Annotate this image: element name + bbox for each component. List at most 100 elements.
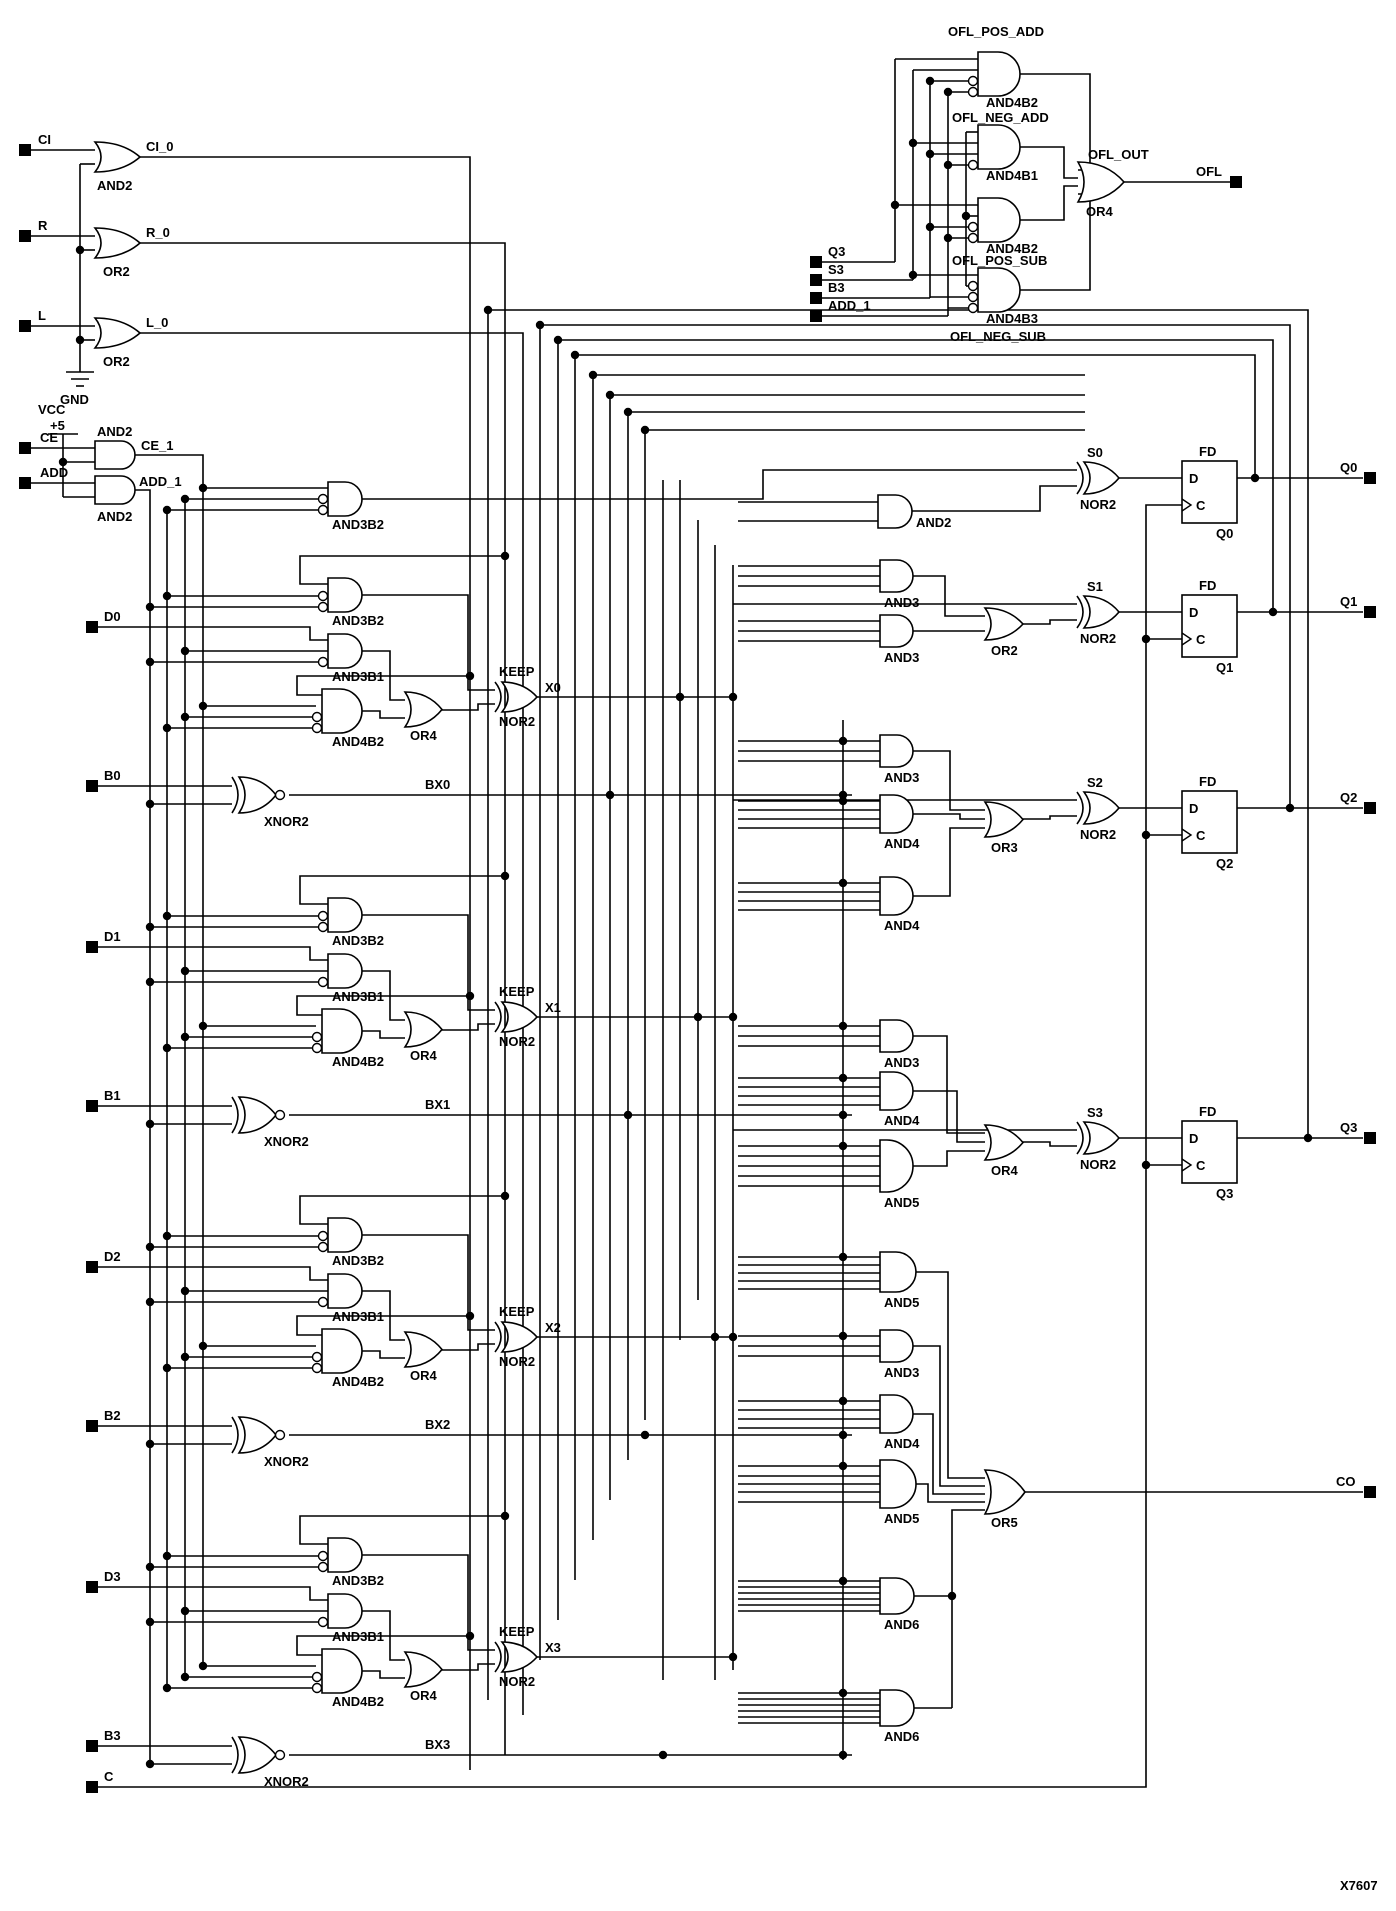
pin-B1[interactable]: B1: [86, 1088, 121, 1112]
gate-AND3[interactable]: AND3: [879, 1329, 919, 1380]
gate-AND3B2[interactable]: AND3B2: [317, 481, 385, 532]
gate-AND3B1[interactable]: AND3B1: [317, 1273, 385, 1324]
pin-L[interactable]: L: [19, 308, 46, 332]
gate-AND4[interactable]: AND4: [879, 1071, 920, 1128]
gate-xor-keep[interactable]: [1076, 595, 1121, 629]
gate-AND2[interactable]: AND2: [93, 141, 142, 193]
gate-AND6[interactable]: AND6: [879, 1577, 919, 1632]
junction-dot: [1303, 1133, 1313, 1143]
gate-OR4[interactable]: OR4: [1076, 161, 1126, 219]
gate-AND3B2[interactable]: AND3B2: [317, 1217, 385, 1268]
gate-OR2[interactable]: OR2: [93, 227, 142, 279]
gate-OR4[interactable]: OR4: [983, 1124, 1025, 1178]
output-bubble-icon: [274, 1429, 286, 1441]
net-label-s3: S3: [1087, 1105, 1103, 1120]
gate-OR5[interactable]: OR5: [983, 1469, 1026, 1530]
gate-AND2[interactable]: AND2: [877, 494, 951, 530]
gate-AND3[interactable]: AND3: [879, 734, 919, 785]
gate-AND4B2[interactable]: AND4B2: [311, 1008, 385, 1069]
gate-AND3B1[interactable]: AND3B1: [317, 953, 385, 1004]
gate-AND4B2[interactable]: AND4B2: [311, 1648, 385, 1709]
pin-CO[interactable]: CO: [1336, 1474, 1376, 1498]
gate-AND3B2[interactable]: AND3B2: [317, 577, 385, 628]
pin-Q1[interactable]: Q1: [1340, 594, 1376, 618]
gate-OR4[interactable]: OR4: [403, 1651, 444, 1703]
gate-AND4B2[interactable]: AND4B2: [967, 51, 1039, 110]
pin-CI[interactable]: CI: [19, 132, 51, 156]
gate-OR4[interactable]: OR4: [403, 691, 444, 743]
gate-AND6[interactable]: AND6: [879, 1689, 919, 1744]
pin-C[interactable]: C: [86, 1769, 114, 1793]
gate-AND4[interactable]: AND4: [879, 794, 920, 851]
gate-AND3B2[interactable]: AND3B2: [317, 897, 385, 948]
pin-D0[interactable]: D0: [86, 609, 121, 633]
pin-ADD[interactable]: ADD: [19, 465, 68, 489]
gate-AND3[interactable]: AND3: [879, 614, 919, 665]
gate-xor-keep[interactable]: [494, 1641, 539, 1673]
wire: [1020, 185, 1078, 221]
gate-OR4[interactable]: OR4: [403, 1331, 444, 1383]
gate-OR4[interactable]: OR4: [403, 1011, 444, 1063]
pin-B0[interactable]: B0: [86, 768, 121, 792]
gate-AND4B2[interactable]: AND4B2: [311, 1328, 385, 1389]
gate-AND4[interactable]: AND4: [879, 1394, 920, 1451]
gate-xor-keep[interactable]: [494, 1321, 539, 1353]
junction-dot: [588, 370, 598, 380]
junction-dot: [145, 657, 155, 667]
gate-AND5[interactable]: AND5: [879, 1251, 919, 1310]
pin-OFL[interactable]: OFL: [1196, 164, 1242, 188]
pin-ADD_1[interactable]: ADD_1: [810, 298, 871, 322]
fd-instance-label: Q3: [1216, 1186, 1233, 1201]
pin-D3[interactable]: D3: [86, 1569, 121, 1593]
gate-AND2[interactable]: AND2: [94, 424, 136, 470]
wire: [140, 332, 524, 1715]
pin-Q0[interactable]: Q0: [1340, 460, 1376, 484]
gate-label: AND3B1: [332, 669, 384, 684]
gate-AND4[interactable]: AND4: [879, 876, 920, 933]
gate-XNOR2[interactable]: XNOR2: [231, 776, 309, 829]
gate-AND3B1[interactable]: AND3B1: [317, 633, 385, 684]
gate-OR2[interactable]: OR2: [93, 317, 142, 369]
gate-OR3[interactable]: OR3: [983, 801, 1025, 855]
pin-Q3[interactable]: Q3: [1340, 1120, 1376, 1144]
pin-R[interactable]: R: [19, 218, 48, 242]
pin-Q2[interactable]: Q2: [1340, 790, 1376, 814]
gate-XNOR2[interactable]: XNOR2: [231, 1416, 309, 1469]
gate-AND4B1[interactable]: AND4B1: [967, 124, 1039, 183]
net-label-nor2: NOR2: [1080, 631, 1116, 646]
gate-AND4B3[interactable]: AND4B3: [967, 267, 1039, 326]
gate-xor-keep[interactable]: [1076, 1121, 1121, 1155]
input-bubble-icon: [967, 232, 979, 244]
gate-label: AND3B1: [332, 1629, 384, 1644]
pin-Q3[interactable]: Q3: [810, 244, 845, 268]
gate-AND4B2[interactable]: AND4B2: [311, 688, 385, 749]
gate-xor-keep[interactable]: [494, 1001, 539, 1033]
pin-D2[interactable]: D2: [86, 1249, 121, 1273]
pin-B2[interactable]: B2: [86, 1408, 121, 1432]
gate-AND4B2[interactable]: AND4B2: [967, 197, 1039, 256]
gate-xor-keep[interactable]: [1076, 461, 1121, 495]
gate-AND5[interactable]: AND5: [879, 1139, 919, 1210]
gate-XNOR2[interactable]: XNOR2: [231, 1096, 309, 1149]
pin-S3[interactable]: S3: [810, 262, 844, 286]
gate-AND3[interactable]: AND3: [879, 1019, 919, 1070]
gate-AND3[interactable]: AND3: [879, 559, 919, 610]
pin-D1[interactable]: D1: [86, 929, 121, 953]
gate-xor-keep[interactable]: [1076, 791, 1121, 825]
pin-B3[interactable]: B3: [810, 280, 845, 304]
gate-AND3B1[interactable]: AND3B1: [317, 1593, 385, 1644]
gate-AND5[interactable]: AND5: [879, 1459, 919, 1526]
gate-AND2[interactable]: AND2: [94, 475, 136, 524]
wire: [916, 1483, 985, 1503]
gate-xor-keep[interactable]: [494, 681, 539, 713]
gate-AND3B2[interactable]: AND3B2: [317, 1537, 385, 1588]
input-bubble-icon: [317, 601, 329, 613]
gate-XNOR2[interactable]: XNOR2: [231, 1736, 309, 1789]
pin-B3[interactable]: B3: [86, 1728, 121, 1752]
gate-OR2[interactable]: OR2: [983, 607, 1025, 658]
pin-CE[interactable]: CE: [19, 430, 58, 454]
